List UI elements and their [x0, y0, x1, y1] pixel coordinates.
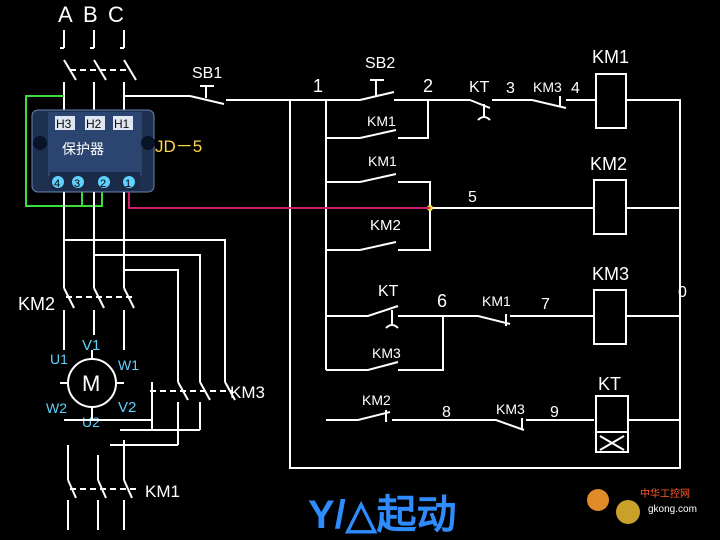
- kt-coil: [595, 395, 629, 453]
- km1-coil-label: KM1: [592, 47, 629, 67]
- motor-symbol: M: [82, 371, 100, 396]
- km2-coil-label: KM2: [590, 154, 627, 174]
- watermark-cn: 中华工控网: [640, 487, 690, 500]
- relay-terminal-h3: H3: [56, 117, 72, 131]
- km1-km2-branch: [326, 181, 431, 251]
- kt-top-contact: [469, 99, 491, 121]
- relay-terminal-h1: H1: [114, 117, 130, 131]
- km3-mid-label: KM3: [372, 345, 401, 361]
- km3-hold-contact: [326, 316, 444, 371]
- km1-b-label: KM1: [368, 153, 397, 169]
- km1-mid-contact: [443, 314, 594, 326]
- node-6: 6: [437, 291, 447, 311]
- kt-top-label: KT: [469, 79, 490, 96]
- relay-green-wire: [25, 95, 103, 207]
- km3-bot-label: KM3: [496, 401, 525, 417]
- kt-coil-label: KT: [598, 374, 621, 394]
- km3-power-contactor: [64, 381, 236, 446]
- km1-coil: [595, 73, 627, 129]
- diagram-title: Y/△起动: [308, 493, 457, 537]
- node-5: 5: [468, 189, 477, 206]
- node-7: 7: [541, 296, 550, 313]
- relay-name: 保护器: [62, 141, 104, 157]
- km2-power-contactor: [63, 287, 135, 350]
- km3-coil: [593, 289, 627, 345]
- gear-icon-2: [616, 500, 640, 524]
- node-3: 3: [506, 80, 515, 97]
- node-9: 9: [550, 404, 559, 421]
- km3-feed-wires: [64, 239, 226, 382]
- node-1: 1: [313, 76, 323, 96]
- km2-power-label: KM2: [18, 294, 55, 314]
- motor-terminal-w2: W2: [46, 400, 67, 416]
- watermark-url: gkong.com: [648, 504, 697, 515]
- km1-mid-label: KM1: [482, 293, 511, 309]
- sb1-stop-button: [189, 85, 225, 105]
- sb2-label: SB2: [365, 55, 395, 72]
- node-8: 8: [442, 404, 451, 421]
- kt-mid-contact: [326, 305, 443, 329]
- phase-labels: A B C: [58, 2, 124, 27]
- km1-hold-label: KM1: [367, 113, 396, 129]
- motor-terminal-u2: U2: [82, 414, 100, 430]
- motor-terminal-v1: V1: [82, 337, 100, 354]
- kt-branch-contacts: [326, 410, 594, 431]
- node-2: 2: [423, 76, 433, 96]
- km2-coil: [593, 179, 627, 235]
- motor-terminal-w1: W1: [118, 357, 139, 373]
- motor-terminal-v2: V2: [118, 399, 136, 416]
- km2-b-label: KM2: [370, 217, 401, 234]
- relay-terminal-4: 4: [54, 178, 60, 190]
- km1-hold-contact: [359, 129, 397, 139]
- motor: M: [60, 350, 124, 420]
- km1-hold-wire: [326, 100, 429, 139]
- km2-bot-label: KM2: [362, 392, 391, 408]
- kt-mid-label: KT: [378, 283, 399, 300]
- phase-b-label: B: [83, 2, 98, 27]
- protection-relay: H3 H2 H1 保护器 4 3 2 1: [31, 109, 155, 193]
- phase-c-label: C: [108, 2, 124, 27]
- km3-top-label: KM3: [533, 79, 562, 95]
- sb1-label: SB1: [192, 65, 222, 82]
- km3-power-label: KM3: [230, 383, 265, 402]
- phase-a-label: A: [58, 2, 73, 27]
- sb2-start-button: [359, 79, 395, 101]
- watermark: 中华工控网 gkong.com: [587, 487, 697, 524]
- relay-terminal-1: 1: [125, 178, 131, 190]
- km1-b-contact: [359, 173, 397, 183]
- main-switch: [60, 30, 137, 112]
- km2-b-contact: [359, 241, 397, 251]
- relay-terminal-2: 2: [100, 178, 106, 190]
- km3-coil-label: KM3: [592, 264, 629, 284]
- node-0: 0: [678, 284, 687, 301]
- node-4: 4: [571, 80, 580, 97]
- relay-magenta-link: [128, 192, 430, 209]
- gear-icon: [587, 489, 609, 511]
- relay-terminal-h2: H2: [86, 117, 102, 131]
- motor-terminal-u1: U1: [50, 351, 68, 367]
- relay-model-label: JD－5: [155, 137, 202, 156]
- relay-terminal-3: 3: [74, 178, 80, 190]
- km3-top-contact: [531, 96, 567, 109]
- km1-power-label: KM1: [145, 482, 180, 501]
- km1-power-contactor: [67, 440, 136, 530]
- control-feed: [124, 95, 290, 101]
